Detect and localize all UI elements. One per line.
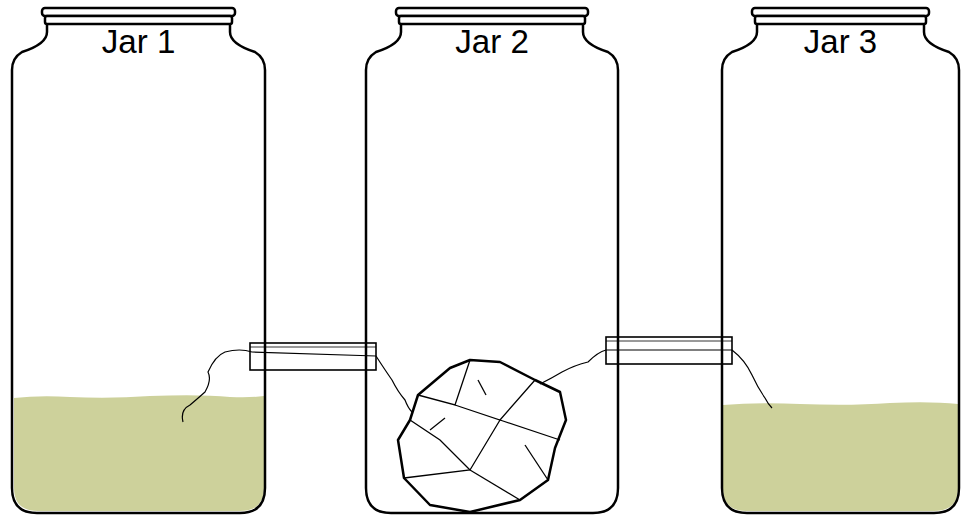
paper-creases <box>404 360 560 500</box>
jar-label: Jar 1 <box>12 24 265 60</box>
connecting-tube <box>250 343 376 370</box>
jar-outline <box>12 8 265 513</box>
jar: Jar 1 <box>12 8 265 513</box>
jar-outline <box>366 8 618 513</box>
jar-text-area: Jar 1 <box>12 8 265 60</box>
wick <box>182 350 772 422</box>
jar-outline <box>722 8 959 513</box>
connecting-tube <box>606 337 732 364</box>
jar: Jar 2 <box>366 8 618 513</box>
jar-text-area: Jar 2 <box>366 8 618 60</box>
jar-label: Jar 3 <box>722 24 959 60</box>
crumpled-paper <box>398 360 566 512</box>
liquid <box>723 402 958 511</box>
jar-text-area: Jar 3 <box>722 8 959 60</box>
liquid <box>14 395 264 511</box>
jar-label: Jar 2 <box>366 24 618 60</box>
jar: Jar 3 <box>722 8 959 513</box>
